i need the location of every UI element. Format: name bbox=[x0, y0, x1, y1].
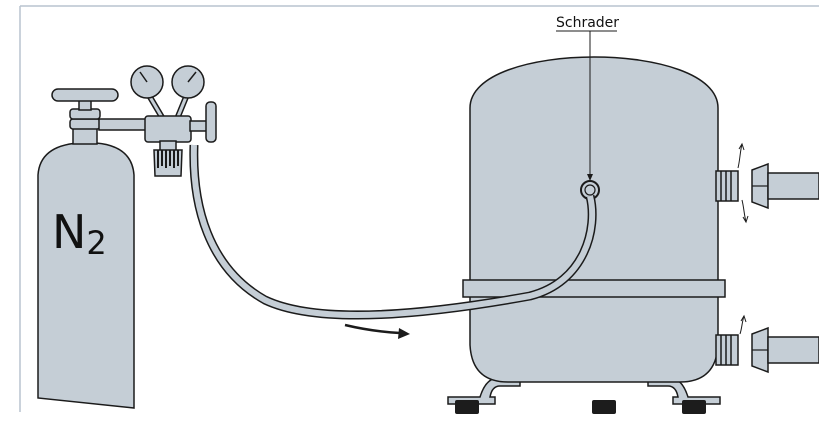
discharge-stub-threads bbox=[720, 335, 732, 365]
discharge-stub bbox=[715, 334, 739, 366]
rubber-grommet-right bbox=[682, 400, 706, 414]
schrader-label: Schrader bbox=[556, 15, 619, 31]
cylinder-outlet-pipe bbox=[98, 118, 148, 131]
schrader-port-inner bbox=[584, 184, 596, 196]
hose-inner bbox=[190, 144, 596, 319]
discharge-pipe bbox=[767, 336, 819, 364]
gas-label: N2 bbox=[52, 205, 107, 262]
compressor-foot-right bbox=[647, 377, 721, 405]
gauge-needle-right bbox=[187, 71, 197, 83]
compressor-foot-left bbox=[447, 377, 521, 405]
pressure-regulator bbox=[130, 65, 217, 177]
cylinder-neck bbox=[72, 127, 98, 145]
cylinder-valve-nut-lower bbox=[69, 118, 101, 130]
regulator-body bbox=[144, 115, 192, 143]
double-arrow-icon bbox=[737, 142, 749, 335]
gas-subscript: 2 bbox=[86, 224, 106, 262]
suction-stub bbox=[715, 170, 739, 202]
compressor bbox=[447, 56, 819, 414]
compressor-weld-band bbox=[462, 279, 726, 298]
curved-arrow-icon bbox=[344, 323, 410, 339]
nitrogen-cylinder: N2 bbox=[37, 88, 148, 409]
suction-stub-threads bbox=[720, 171, 732, 201]
cylinder-body bbox=[37, 142, 135, 409]
gauge-needle-left bbox=[139, 71, 148, 83]
schrader-leader-arrowhead bbox=[587, 174, 593, 181]
gas-symbol: N bbox=[52, 205, 86, 259]
regulator-knob-grip bbox=[157, 150, 179, 168]
cylinder-handwheel bbox=[51, 88, 119, 102]
suction-pipe bbox=[767, 172, 819, 200]
rubber-grommet-center bbox=[592, 400, 616, 414]
rubber-grommet-left bbox=[455, 400, 479, 414]
outlet-valve-knob bbox=[205, 101, 217, 143]
